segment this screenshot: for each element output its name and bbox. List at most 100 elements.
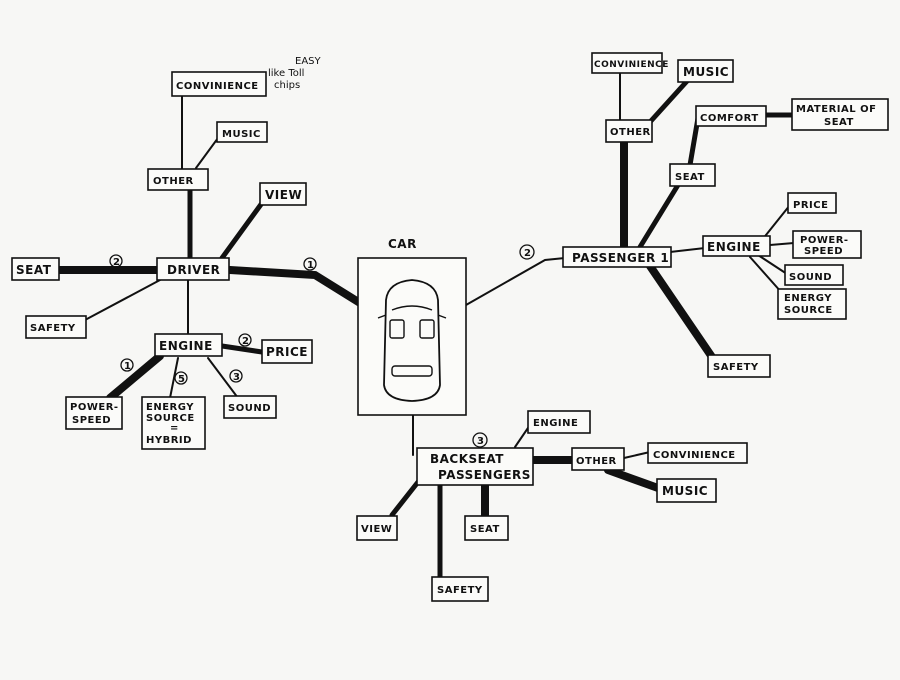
passenger-safety-node[interactable] bbox=[707, 354, 771, 378]
edge-car-driver bbox=[226, 266, 364, 307]
edge-engine-sound bbox=[207, 357, 239, 399]
backseat-node[interactable] bbox=[416, 447, 534, 486]
backseat-number-badge bbox=[472, 432, 488, 448]
driver-engine-sound-node[interactable] bbox=[223, 395, 277, 419]
driver-engine-energy-node[interactable] bbox=[141, 396, 206, 450]
svg-text:SAFETY: SAFETY bbox=[30, 323, 76, 334]
driver-view-node[interactable] bbox=[259, 182, 307, 206]
svg-text:5: 5 bbox=[178, 374, 185, 385]
svg-text:SOUND: SOUND bbox=[789, 272, 832, 283]
svg-text:MUSIC: MUSIC bbox=[222, 129, 261, 140]
svg-text:CONVINIENCE: CONVINIENCE bbox=[653, 450, 736, 461]
driver-seat-node[interactable] bbox=[11, 257, 60, 281]
svg-text:VIEW: VIEW bbox=[265, 188, 302, 202]
backseat-engine-node[interactable] bbox=[527, 410, 591, 434]
branch-passenger: PASSENGER 1 2 OTHER CONVINIENCE MUSIC SE… bbox=[519, 52, 889, 378]
driver-convenience-note-line-3: chips bbox=[274, 80, 300, 91]
edge-car-passenger bbox=[465, 257, 566, 306]
edge-p-engine-price bbox=[761, 204, 791, 241]
driver-engine-price-node[interactable] bbox=[261, 339, 313, 364]
svg-text:MUSIC: MUSIC bbox=[683, 65, 729, 79]
passenger-comfort-node[interactable] bbox=[695, 105, 767, 127]
center-title: CAR bbox=[388, 237, 417, 251]
passenger-engine-energy-node[interactable] bbox=[777, 288, 847, 320]
edge-passenger-other-music bbox=[647, 77, 691, 125]
edge-engine-energy bbox=[169, 357, 179, 399]
svg-text:CONVINIENCE: CONVINIENCE bbox=[594, 60, 669, 70]
svg-text:BACKSEAT: BACKSEAT bbox=[430, 452, 504, 466]
driver-powerspeed-number-badge bbox=[120, 358, 134, 372]
passenger-seat-node[interactable] bbox=[669, 163, 716, 187]
svg-text:SAFETY: SAFETY bbox=[713, 362, 759, 373]
svg-text:SPEED: SPEED bbox=[72, 415, 111, 426]
svg-text:2: 2 bbox=[242, 336, 249, 347]
svg-text:ENGINE: ENGINE bbox=[533, 418, 578, 429]
driver-safety-node[interactable] bbox=[25, 315, 87, 339]
edge-engine-powerspeed bbox=[106, 352, 164, 402]
backseat-view-node[interactable] bbox=[356, 515, 398, 541]
svg-text:SOURCE: SOURCE bbox=[146, 413, 195, 424]
passenger-material-node[interactable] bbox=[791, 98, 889, 131]
backseat-safety-node[interactable] bbox=[431, 576, 489, 602]
passenger-engine-sound-node[interactable] bbox=[784, 264, 844, 286]
driver-engine-powerspeed-node[interactable] bbox=[65, 396, 123, 430]
driver-convenience-note-line-1: EASY bbox=[295, 56, 322, 67]
branch-backseat: BACKSEAT PASSENGERS 3 ENGINE OTHER CONVI… bbox=[356, 410, 748, 602]
svg-text:PRICE: PRICE bbox=[793, 200, 828, 211]
svg-text:ENGINE: ENGINE bbox=[707, 240, 761, 254]
driver-engine-node[interactable] bbox=[154, 333, 223, 357]
driver-price-number-badge bbox=[238, 333, 252, 347]
svg-text:SAFETY: SAFETY bbox=[437, 585, 483, 596]
backseat-music-node[interactable] bbox=[656, 478, 717, 503]
driver-node[interactable] bbox=[156, 257, 230, 281]
svg-text:ENERGY: ENERGY bbox=[784, 293, 832, 304]
svg-text:COMFORT: COMFORT bbox=[700, 113, 759, 124]
edge-passenger-safety bbox=[646, 262, 716, 361]
passenger-engine-node[interactable] bbox=[702, 235, 771, 257]
passenger-convenience-node[interactable] bbox=[591, 52, 663, 74]
svg-text:3: 3 bbox=[233, 372, 240, 383]
edge-driver-view bbox=[219, 200, 265, 261]
svg-text:=: = bbox=[170, 423, 179, 434]
backseat-seat-node[interactable] bbox=[464, 515, 509, 541]
edge-backseat-view bbox=[389, 479, 421, 518]
passenger-number-badge bbox=[519, 244, 535, 260]
passenger-node[interactable] bbox=[562, 246, 672, 268]
edge-driver-safety bbox=[84, 279, 161, 321]
passenger-other-node[interactable] bbox=[605, 119, 653, 143]
svg-text:SEAT: SEAT bbox=[470, 524, 500, 535]
passenger-label: PASSENGER 1 bbox=[572, 251, 669, 265]
edge-p-engine-powerspeed bbox=[769, 242, 795, 246]
driver-convenience-node[interactable] bbox=[171, 71, 267, 97]
svg-text:SOURCE: SOURCE bbox=[784, 305, 833, 316]
svg-text:SEAT: SEAT bbox=[824, 117, 854, 128]
svg-text:MATERIAL OF: MATERIAL OF bbox=[796, 104, 876, 115]
edge-p-engine-sound bbox=[757, 254, 788, 275]
passenger-engine-powerspeed-node[interactable] bbox=[792, 230, 862, 259]
svg-text:2: 2 bbox=[113, 257, 120, 268]
svg-text:SEAT: SEAT bbox=[675, 172, 705, 183]
svg-text:2: 2 bbox=[524, 248, 531, 259]
edge-driver-other-music bbox=[195, 137, 219, 169]
svg-text:VIEW: VIEW bbox=[361, 524, 392, 535]
center-node: CAR bbox=[357, 237, 467, 416]
svg-text:1: 1 bbox=[307, 260, 314, 271]
svg-text:HYBRID: HYBRID bbox=[146, 435, 192, 446]
svg-text:1: 1 bbox=[124, 361, 131, 372]
svg-text:OTHER: OTHER bbox=[576, 456, 617, 467]
branch-driver: DRIVER 1 SEAT 2 SAFETY VIEW OTHER CONVIN… bbox=[11, 56, 322, 450]
passenger-engine-price-node[interactable] bbox=[787, 192, 837, 214]
driver-music-node[interactable] bbox=[216, 121, 268, 143]
driver-seat-number-badge bbox=[109, 254, 123, 268]
backseat-other-node[interactable] bbox=[571, 447, 625, 471]
passenger-music-node[interactable] bbox=[677, 59, 734, 83]
edge-backseat-other-convenience bbox=[623, 451, 651, 459]
backseat-convenience-node[interactable] bbox=[647, 442, 748, 464]
svg-text:SEAT: SEAT bbox=[16, 263, 52, 277]
driver-label: DRIVER bbox=[167, 263, 220, 277]
driver-other-node[interactable] bbox=[147, 168, 209, 191]
driver-number-badge bbox=[303, 257, 317, 271]
edge-engine-price bbox=[219, 343, 265, 355]
svg-text:OTHER: OTHER bbox=[153, 176, 194, 187]
